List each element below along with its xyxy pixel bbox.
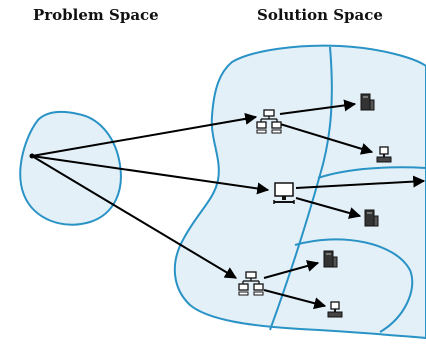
- problem-point: [29, 153, 35, 159]
- arrow-to-lower-network: [31, 155, 238, 279]
- arrows: [31, 99, 426, 310]
- problem-space-label: Problem Space: [33, 6, 159, 24]
- solution-subdivision-upper: [317, 166, 426, 179]
- arrow-network-to-server-top: [279, 99, 357, 115]
- arrow-network-to-computer-bottom: [263, 289, 327, 310]
- arrow-to-middle-desktop: [31, 155, 270, 195]
- solution-subdivision-vertical: [269, 46, 333, 331]
- arrow-to-upper-network: [31, 112, 258, 157]
- arrow-network-to-server-bottom: [263, 260, 320, 279]
- problem-space-region: [19, 111, 122, 226]
- arrow-network-to-computer: [279, 123, 374, 155]
- solution-space-region: [173, 44, 426, 340]
- solution-subdivision-lower: [294, 238, 414, 333]
- arrow-desktop-to-right: [295, 175, 426, 189]
- arrow-desktop-to-server: [295, 197, 362, 219]
- solution-space-label: Solution Space: [257, 6, 383, 24]
